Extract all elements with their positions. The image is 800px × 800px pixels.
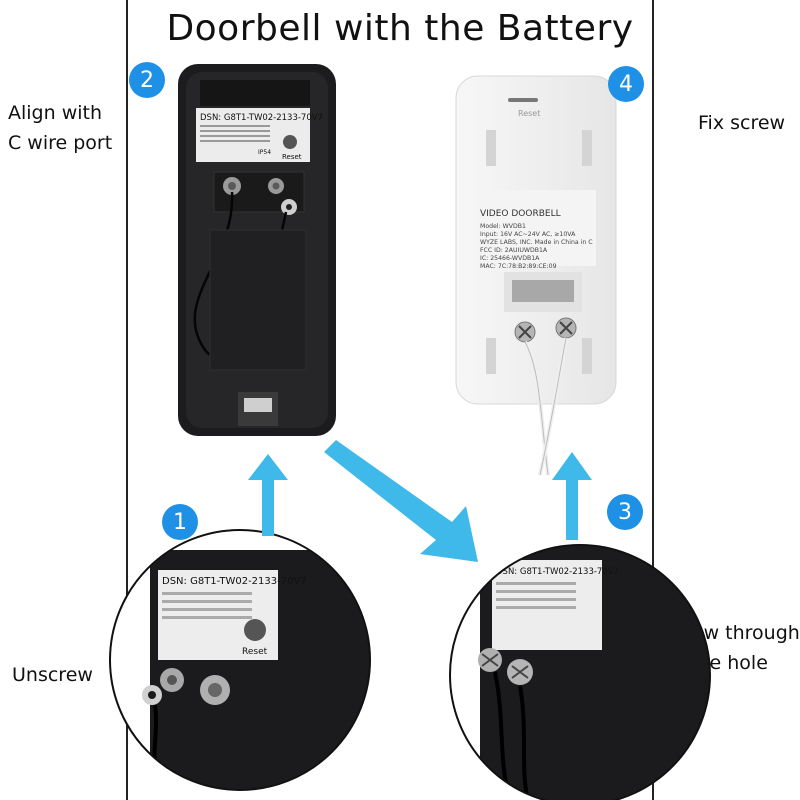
step-2-label: Align with C wire port <box>8 102 113 154</box>
svg-text:DSN: G8T1-TW02-2133-70V7: DSN: G8T1-TW02-2133-70V7 <box>162 576 307 587</box>
right-divider <box>652 0 654 800</box>
plate-line-1: Model: WVDB1 <box>480 223 526 230</box>
arrow-up-left <box>248 454 288 536</box>
plate-line-6: MAC: 7C:78:B2:89:CE:09 <box>480 263 557 270</box>
doorbell-ip-text: IP54 <box>258 149 271 156</box>
plate-line-4: FCC ID: 2AUIUWDB1A <box>480 247 548 254</box>
plate-line-3: WYZE LABS, INC. Made in China in C <box>480 239 593 246</box>
unscrew-closeup-border <box>109 529 371 791</box>
step-4-label: Fix screw <box>698 112 786 134</box>
doorbell-dsn-text: DSN: G8T1-TW02-2133-70V7 <box>200 113 323 123</box>
plate-line-5: IC: 25466-WVDB1A <box>480 255 540 262</box>
svg-text:DSN: G8T1-TW02-2133-70V7: DSN: G8T1-TW02-2133-70V7 <box>496 567 619 577</box>
arrow-up-right <box>552 452 592 540</box>
plate-reset-text: Reset <box>518 109 540 118</box>
plate-line-2: Input: 16V AC~24V AC, ≥10VA <box>480 231 576 238</box>
step-badge-1: 1 <box>162 504 198 540</box>
step-badge-2: 2 <box>129 62 165 98</box>
step-badge-4: 4 <box>608 66 644 102</box>
mount-plate-image: Reset VIDEO DOORBELL Model: WVDB1 Input:… <box>455 75 617 476</box>
screw-through-closeup-border <box>449 544 711 800</box>
page-title: Doorbell with the Battery <box>166 8 634 49</box>
screw-through-closeup-image: DSN: G8T1-TW02-2133-70V7 <box>450 545 710 800</box>
step-arrows <box>248 440 592 562</box>
arrow-diagonal <box>324 440 478 562</box>
left-divider <box>126 0 128 800</box>
doorbell-reset-text: Reset <box>282 153 302 161</box>
step-badge-3: 3 <box>607 494 643 530</box>
unscrew-closeup-image: DSN: G8T1-TW02-2133-70V7 Reset <box>110 530 370 790</box>
step-1-label: Unscrew <box>12 664 93 686</box>
svg-text:Reset: Reset <box>242 647 268 657</box>
plate-heading: VIDEO DOORBELL <box>480 209 561 219</box>
doorbell-back-image: DSN: G8T1-TW02-2133-70V7 Reset IP54 <box>178 64 336 436</box>
